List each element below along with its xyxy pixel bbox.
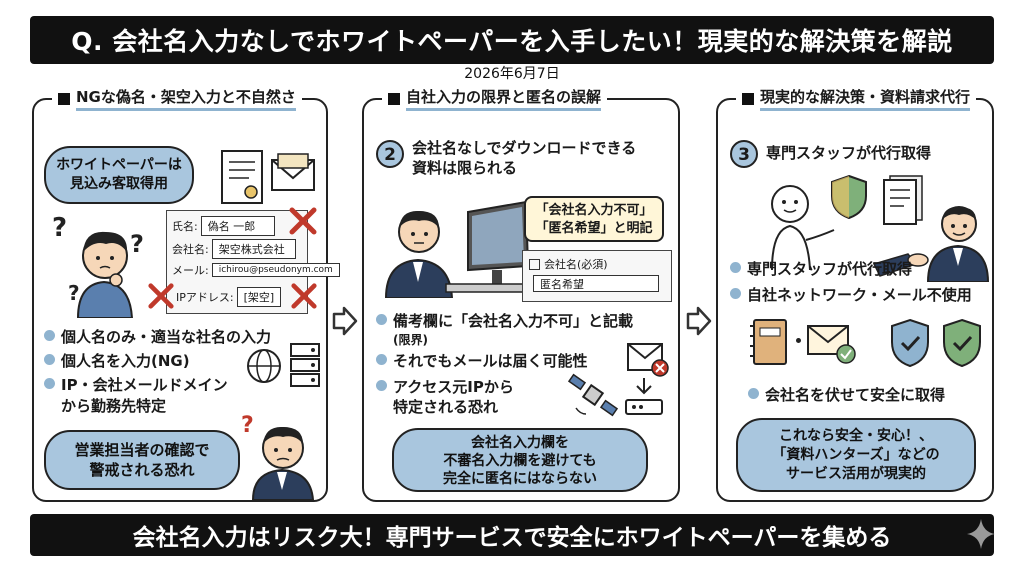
panel-2-bullet: 備考欄に「会社名入力不可」と記載(限界)	[376, 312, 633, 350]
panel-2-title: 自社入力の限界と匿名の誤解	[382, 86, 608, 111]
page-title: Q. 会社名入力なしでホワイトペーパーを入手したい！現実的な解決策を解説	[30, 16, 994, 64]
businessman-at-computer-icon	[384, 200, 535, 298]
cross-mark-icon	[148, 283, 174, 309]
panel-1-top-bubble: ホワイトペーパーは見込み客取得用	[44, 146, 194, 204]
step-number: 2	[376, 140, 404, 168]
document-icon	[883, 175, 923, 225]
company-field: 架空株式会社	[211, 239, 296, 259]
panel-2-heading: 会社名なしでダウンロードできる資料は限られる	[412, 139, 637, 177]
panel-2-bullet: アクセス元IPから	[376, 378, 514, 397]
company-field-label: 会社名(必須)	[544, 258, 608, 271]
form-row-ip: IPアドレス:[架空]	[176, 287, 282, 307]
panel-3-heading: 専門スタッフが代行取得	[766, 144, 932, 162]
mail-warning-icon	[627, 343, 669, 377]
arrow-right-icon	[332, 306, 358, 336]
handshake-businessman-icon	[872, 206, 990, 282]
footer-text: 会社名入力はリスク大！専門サービスで安全にホワイトペーパーを集める	[132, 525, 892, 551]
panel-1-bullet: IP・会社メールドメイン	[44, 376, 228, 395]
form-row-name: 氏名:偽名 一郎	[172, 216, 275, 236]
panel-1: NGな偽名・架空入力と不自然さ ホワイトペーパーは見込み客取得用 ? ? ? 氏…	[32, 86, 340, 502]
panel-3: 現実的な解決策・資料請求代行 3 専門スタッフが代行取得 専門スタッフが代行取得…	[716, 86, 994, 502]
panel-3-bullet: 自社ネットワーク・メール不使用	[730, 286, 972, 305]
panel-3-bullet: 会社名を伏せて安全に取得	[748, 386, 945, 405]
panel-2-bottom-bubble: 会社名入力欄を不審名入力欄を避けても完全に匿名にはならない	[392, 428, 648, 492]
svg-text:?: ?	[68, 281, 80, 305]
server-icon	[290, 343, 320, 387]
panel-2-bullet: それでもメールは届く可能性	[376, 352, 588, 371]
shield-check-icon	[943, 318, 981, 368]
panel-1-title: NGな偽名・架空入力と不自然さ	[52, 86, 302, 111]
globe-icon	[247, 349, 281, 383]
satellite-icon	[568, 373, 619, 417]
sparkle-icon	[967, 519, 995, 549]
name-field: 偽名 一郎	[200, 216, 275, 236]
cross-mark-icon	[291, 283, 317, 309]
cross-mark-icon	[289, 207, 317, 235]
panel-1-bullet: 個人名を入力(NG)	[44, 352, 190, 371]
notebook-icon	[750, 319, 787, 365]
panel-2: 自社入力の限界と匿名の誤解 2 会社名なしでダウンロードできる資料は限られる 「…	[362, 86, 680, 502]
svg-text:?: ?	[130, 230, 144, 258]
router-download-icon	[625, 378, 663, 415]
panel-1-bullet: 個人名のみ・適当な社名の入力	[44, 328, 271, 347]
arrow-right-icon	[686, 306, 712, 336]
panel-1-bullet-continued: から勤務先特定	[61, 397, 167, 415]
svg-text:?: ?	[52, 213, 67, 243]
company-form: 会社名(必須) 匿名希望	[522, 250, 672, 302]
panel-2-bullet-continued: 特定される恐れ	[393, 398, 499, 416]
company-field: 匿名希望	[533, 275, 659, 292]
footer-banner: 会社名入力はリスク大！専門サービスで安全にホワイトペーパーを集める	[30, 514, 994, 556]
svg-text:?: ?	[241, 413, 254, 438]
form-row-company: 会社名:架空株式会社	[172, 239, 296, 259]
panel-3-bullet: 専門スタッフが代行取得	[730, 260, 912, 279]
panel-3-title: 現実的な解決策・資料請求代行	[736, 86, 977, 111]
checkbox	[529, 258, 540, 270]
mail-field: ichirou@pseudonym.com	[211, 263, 340, 277]
confused-person-icon: ? ? ?	[52, 213, 144, 318]
page-date: 2026年6月7日	[464, 66, 560, 82]
panel-1-bottom-bubble: 営業担当者の確認で警戒される恐れ	[44, 430, 240, 490]
stick-figure-icon	[771, 185, 835, 270]
shield-icon	[831, 174, 867, 220]
shield-check-icon	[891, 318, 929, 368]
panel-2-callout: 「会社名入力不可」「匿名希望」と明記	[524, 196, 664, 242]
worried-businessman-icon: ?	[241, 413, 315, 500]
step-number: 3	[730, 140, 758, 168]
ip-field: [架空]	[236, 287, 282, 307]
envelope-icon	[271, 153, 315, 191]
form-row-mail: メール:ichirou@pseudonym.com	[172, 262, 340, 278]
document-certificate-icon	[221, 150, 263, 204]
envelope-check-icon	[807, 325, 856, 364]
separator-dot	[796, 338, 801, 343]
panel-3-bottom-bubble: これなら安全・安心！、「資料ハンターズ」などのサービス活用が現実的	[736, 418, 976, 492]
